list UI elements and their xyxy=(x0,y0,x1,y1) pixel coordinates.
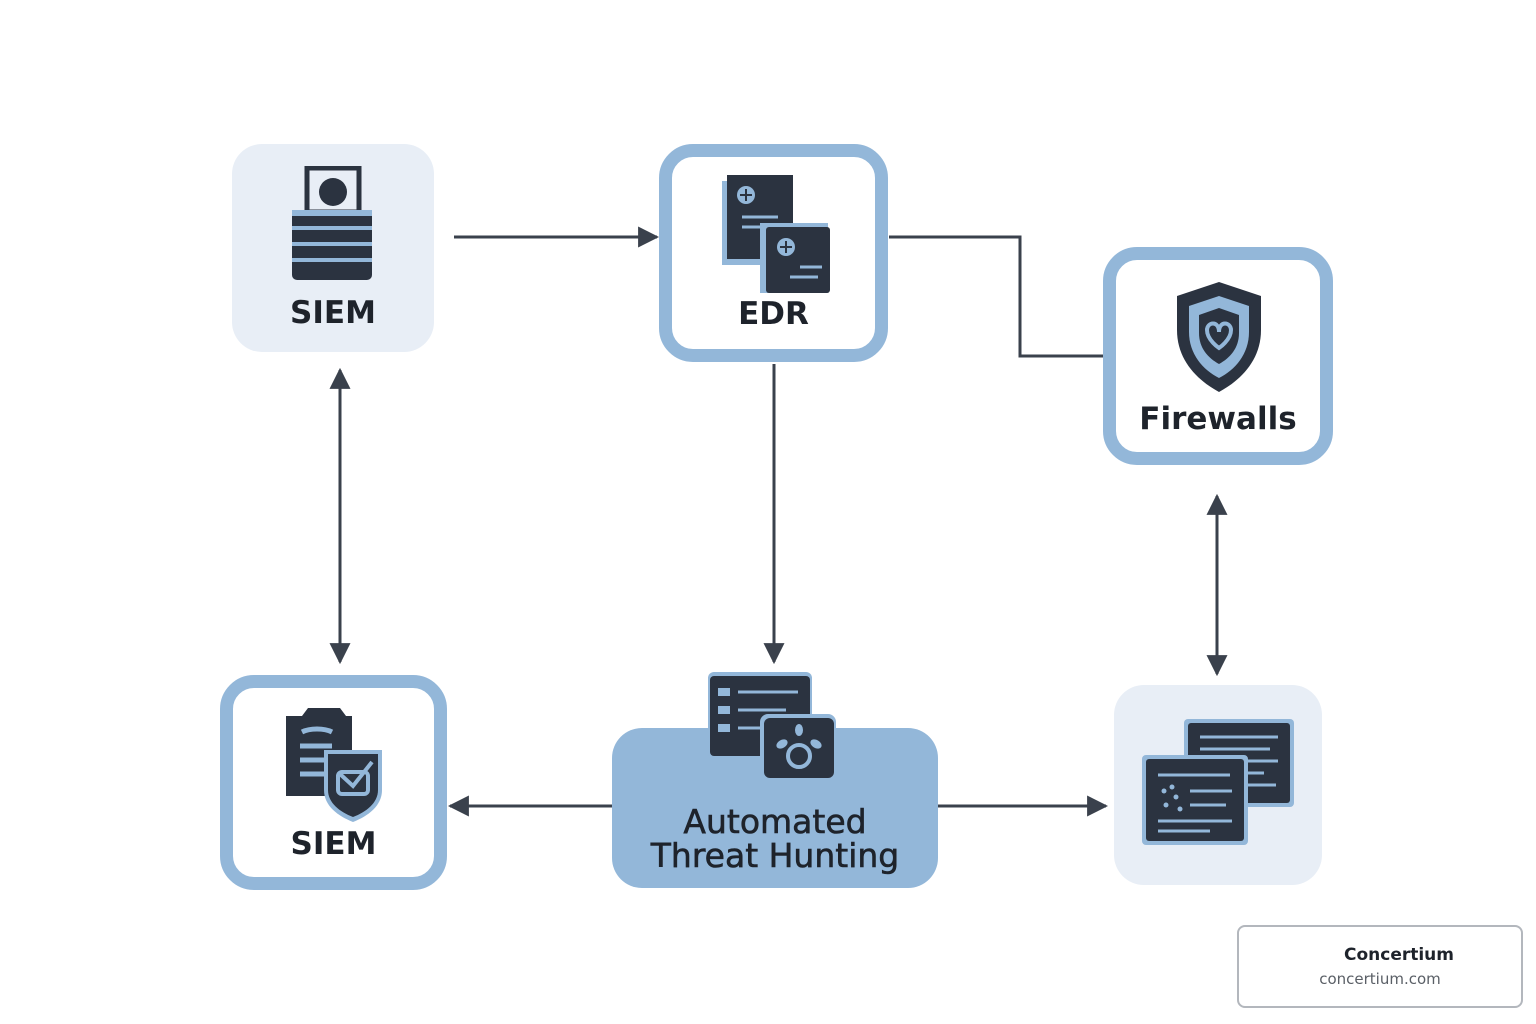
node-automated-threat-hunting: Automated Threat Hunting xyxy=(612,672,938,888)
brand-badge: Concertium concertium.com xyxy=(1237,925,1523,1008)
edge-edr-to-firewalls xyxy=(889,235,1103,358)
node-siem-bottom: SIEM xyxy=(220,675,447,890)
document-shield-icon xyxy=(284,706,386,826)
shield-icon xyxy=(1169,278,1269,398)
firewalls-label: Firewalls xyxy=(1139,401,1297,438)
siem-top-label: SIEM xyxy=(290,295,376,332)
node-firewalls: Firewalls xyxy=(1103,247,1333,465)
node-edr: EDR xyxy=(659,144,888,362)
lock-icon xyxy=(290,165,376,286)
badge-brand-url: concertium.com xyxy=(1319,970,1441,988)
badge-brand-name: Concertium xyxy=(1343,945,1455,965)
siem-bottom-label: SIEM xyxy=(290,826,377,863)
threat-hunting-label-line2: Threat Hunting xyxy=(650,836,900,876)
code-windows-icon xyxy=(1140,717,1296,851)
threat-hunting-label: Automated Threat Hunting xyxy=(650,801,900,876)
edr-label: EDR xyxy=(738,296,809,333)
threat-hunting-label-line1: Automated xyxy=(683,801,867,841)
node-siem-top: SIEM xyxy=(232,144,434,352)
documents-icon xyxy=(720,171,832,297)
list-paw-icon xyxy=(706,670,838,786)
node-code-windows xyxy=(1114,685,1322,885)
